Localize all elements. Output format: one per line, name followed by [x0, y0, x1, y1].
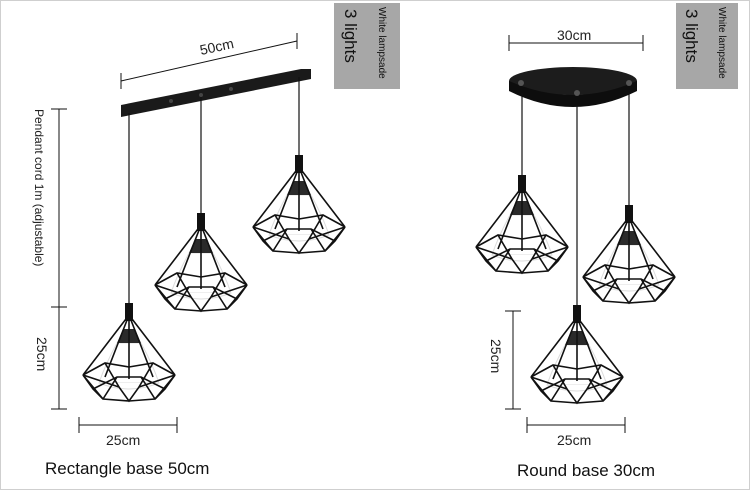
left-height-label: 25cm	[34, 337, 50, 371]
right-width-dimension	[526, 417, 626, 433]
left-lamp-bottom	[82, 302, 176, 402]
left-lights-badge: 3 lights White lampsade	[334, 3, 400, 89]
left-lamp-right	[252, 154, 346, 254]
right-caption: Round base 30cm	[517, 461, 655, 480]
left-width-label: 25cm	[106, 432, 140, 448]
left-cord-label: Pendant cord 1m (adjustable)	[32, 109, 46, 266]
rectangle-base	[121, 69, 311, 117]
left-top-dimension	[120, 33, 298, 89]
right-lamp-left	[475, 174, 569, 274]
round-base	[509, 67, 637, 107]
left-width-dimension	[78, 417, 178, 433]
right-lights-count: 3 lights	[682, 9, 701, 63]
left-cord-dimension	[51, 108, 67, 410]
left-top-width-label: 50cm	[198, 35, 235, 58]
right-lamp-bottom	[530, 304, 624, 404]
left-lamp-middle	[154, 212, 248, 312]
right-height-label: 25cm	[488, 339, 504, 373]
right-top-dimension	[508, 35, 644, 51]
right-height-dimension	[505, 310, 521, 410]
right-width-label: 25cm	[557, 432, 591, 448]
left-shade-note: White lampsade	[376, 7, 387, 79]
left-caption: Rectangle base 50cm	[45, 459, 210, 478]
right-shade-note: White lampsade	[716, 7, 727, 79]
right-lamp-right	[582, 204, 676, 304]
left-cords	[128, 77, 300, 307]
left-lights-count: 3 lights	[341, 9, 360, 63]
right-top-width-label: 30cm	[557, 27, 591, 43]
right-cords	[521, 93, 630, 309]
right-lights-badge: 3 lights White lampsade	[676, 3, 738, 89]
